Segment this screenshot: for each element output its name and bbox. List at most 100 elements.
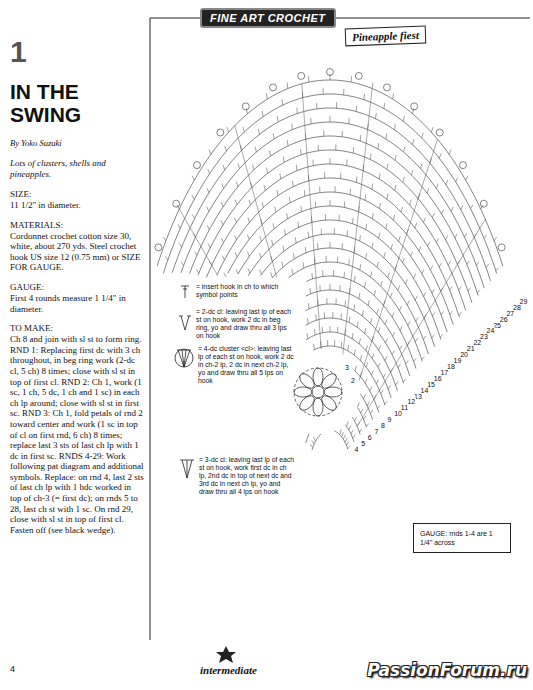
stitch-ticks — [163, 74, 496, 241]
stitch-ticks — [314, 340, 388, 404]
stitch-ticks — [224, 186, 453, 314]
stitch-ticks — [209, 158, 461, 290]
legend-text: = 3-dc cl: leaving last lp of each st on… — [199, 456, 295, 496]
body-text: First 4 rounds measure 1 1/4" in diamete… — [10, 293, 144, 314]
stitch-ticks — [222, 172, 461, 315]
round-number: 3 — [345, 364, 349, 372]
round-number: 7 — [373, 428, 379, 436]
pattern-title: IN THE SWING — [10, 80, 144, 126]
round-line — [307, 276, 417, 369]
section-heading: MATERIALS: — [10, 220, 144, 231]
two-dc-cluster-symbol — [179, 316, 191, 330]
round-line — [181, 122, 484, 288]
level-logo: intermediate — [200, 664, 257, 676]
legend-text: = insert hook in ch to which symbol poin… — [196, 283, 292, 299]
shell-spoke — [179, 209, 218, 276]
motif-petal — [313, 368, 323, 386]
edge-picot — [217, 129, 224, 136]
round-line — [272, 248, 428, 354]
round-number: 5 — [360, 440, 366, 448]
four-dc-cluster-symbol — [177, 350, 191, 367]
round-line — [355, 371, 379, 413]
byline: By Yoko Suzuki — [10, 138, 144, 149]
round-line — [157, 80, 503, 266]
round-number: 4 — [354, 446, 360, 454]
round-number: 6 — [367, 434, 373, 442]
section-heading: TO MAKE: — [10, 323, 144, 334]
four-dc-cluster-ring — [175, 349, 193, 367]
edge-picot — [480, 200, 487, 207]
intermediate-star — [216, 646, 236, 663]
stitch-ticks — [307, 326, 391, 389]
edge-picot — [355, 72, 362, 79]
watermark: PassionForum.ru — [367, 660, 527, 680]
edge-picot — [411, 103, 418, 110]
stitch-ticks — [271, 242, 426, 340]
edge-picot — [436, 129, 443, 136]
stitch-ticks — [260, 228, 435, 338]
round-number: 2 — [351, 377, 355, 385]
stitch-ticks — [347, 422, 356, 439]
stitch-ticks — [181, 116, 479, 266]
edge-picot — [194, 162, 201, 169]
edge-picot — [460, 162, 467, 169]
logo-star — [216, 646, 236, 663]
round-number: 10 — [393, 410, 403, 418]
round-line — [313, 346, 385, 405]
round-line — [306, 425, 354, 443]
motif-round — [294, 368, 342, 416]
body-text: 11 1/2" in diameter. — [10, 200, 144, 211]
round-line — [312, 431, 348, 450]
round-line — [360, 394, 372, 420]
edge-picot — [498, 244, 505, 251]
round-line — [352, 417, 360, 434]
intro-text: Lots of clusters, shells and pineapples. — [10, 158, 144, 180]
edge-picot — [270, 84, 277, 91]
stitch-ticks — [310, 429, 350, 448]
legend-text: = 2-dc cl: leaving last lp of each st on… — [196, 308, 292, 340]
edge-picot — [298, 72, 305, 79]
round-number: 9 — [387, 416, 393, 424]
motif-petal — [319, 393, 339, 413]
node-text: Pineapple fiest — [352, 29, 419, 43]
shell-spoke — [302, 84, 321, 349]
pattern-number: 1 — [10, 36, 144, 68]
node-text: GAUGE: rnds 1-4 are 1 1/4" across — [420, 529, 504, 547]
edge-picot — [173, 200, 180, 207]
stitch-ticks — [355, 366, 380, 409]
shell-spoke — [235, 126, 277, 278]
stitch-ticks — [310, 284, 408, 364]
body-text: Cordonnet crochet cotton size 30, white,… — [10, 231, 144, 273]
motif-petal — [313, 398, 323, 416]
round-line — [228, 192, 453, 325]
gauge-box: GAUGE: rnds 1-4 are 1 1/4" across — [413, 523, 511, 553]
stitch-ticks — [196, 144, 470, 291]
stitch-ticks — [292, 256, 425, 360]
motif-petal — [294, 387, 312, 397]
motif-petal — [297, 393, 317, 413]
motif-petal — [324, 387, 342, 397]
stitch-ticks — [236, 200, 444, 315]
round-line — [198, 150, 472, 303]
page-number: 4 — [10, 664, 15, 674]
round-line — [163, 94, 496, 274]
header-banner: FINE ART CROCHET — [200, 8, 336, 28]
legend-symbols — [175, 286, 194, 478]
node-text: FINE ART CROCHET — [210, 12, 326, 24]
stitch-ticks — [363, 394, 373, 413]
edge-picot — [384, 84, 391, 91]
round-line — [172, 108, 490, 281]
stitch-ticks — [308, 298, 405, 382]
insert-hook-symbol — [181, 286, 189, 298]
section-banner: Pineapple fiest — [345, 26, 426, 47]
shell-spoke — [359, 139, 437, 380]
text-column: 1 IN THE SWING By Yoko SuzukiLots of clust… — [10, 36, 144, 535]
column-rule — [150, 18, 151, 640]
round-number: 8 — [380, 422, 386, 430]
round-line — [306, 304, 404, 383]
stitch-ticks — [165, 88, 498, 271]
shell-spoke — [343, 89, 372, 355]
round-line — [306, 332, 391, 398]
shell-spoke — [358, 219, 486, 425]
